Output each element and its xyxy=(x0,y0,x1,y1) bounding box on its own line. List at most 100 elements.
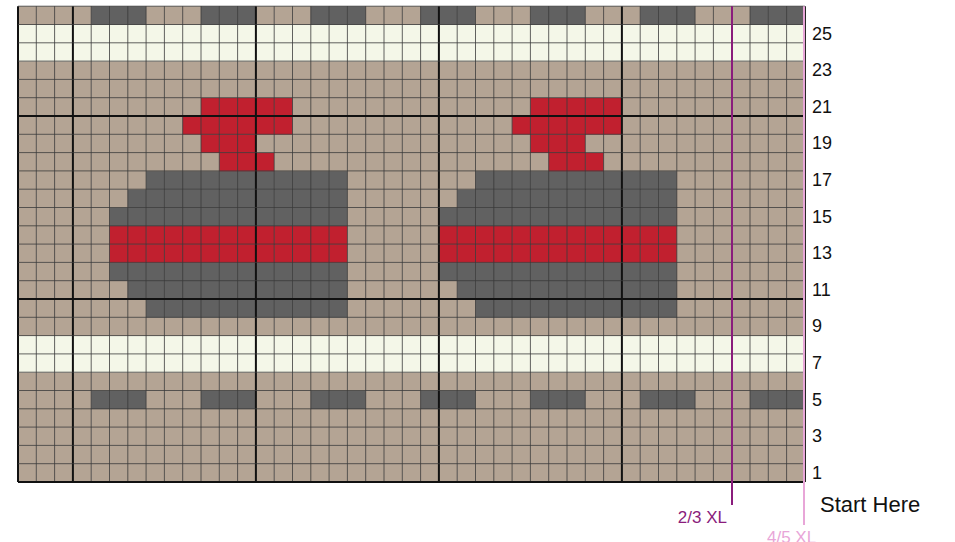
chart-cell xyxy=(439,43,458,62)
chart-cell xyxy=(567,299,586,318)
chart-cell xyxy=(476,464,495,483)
chart-cell xyxy=(787,153,806,172)
chart-cell xyxy=(439,79,458,98)
chart-cell xyxy=(750,98,769,117)
chart-cell xyxy=(439,262,458,281)
chart-cell xyxy=(238,61,257,80)
chart-cell xyxy=(622,171,641,190)
chart-cell xyxy=(457,281,476,300)
chart-cell xyxy=(311,372,330,391)
chart-cell xyxy=(713,134,732,153)
chart-cell xyxy=(146,354,165,373)
chart-cell xyxy=(110,317,129,336)
chart-cell xyxy=(768,427,787,446)
chart-cell xyxy=(695,226,714,245)
chart-cell xyxy=(183,317,202,336)
chart-cell xyxy=(549,336,568,355)
chart-cell xyxy=(713,6,732,25)
chart-cell xyxy=(183,336,202,355)
chart-cell xyxy=(476,25,495,44)
chart-cell xyxy=(622,336,641,355)
chart-cell xyxy=(311,6,330,25)
chart-cell xyxy=(219,6,238,25)
chart-cell xyxy=(384,262,403,281)
chart-cell xyxy=(439,391,458,410)
chart-cell xyxy=(164,25,183,44)
chart-cell xyxy=(402,134,421,153)
chart-cell xyxy=(695,116,714,135)
chart-cell xyxy=(750,171,769,190)
chart-cell xyxy=(18,134,37,153)
row-number: 23 xyxy=(812,59,832,81)
chart-cell xyxy=(146,153,165,172)
chart-cell xyxy=(36,226,55,245)
chart-cell xyxy=(530,391,549,410)
chart-cell xyxy=(421,445,440,464)
chart-cell xyxy=(73,25,92,44)
chart-cell xyxy=(439,281,458,300)
chart-cell xyxy=(91,43,110,62)
chart-cell xyxy=(36,336,55,355)
chart-cell xyxy=(567,134,586,153)
chart-cell xyxy=(585,299,604,318)
chart-cell xyxy=(476,336,495,355)
chart-cell xyxy=(567,6,586,25)
chart-cell xyxy=(768,6,787,25)
chart-cell xyxy=(91,372,110,391)
chart-cell xyxy=(677,427,696,446)
chart-cell xyxy=(256,391,275,410)
chart-cell xyxy=(347,445,366,464)
chart-cell xyxy=(659,79,678,98)
chart-cell xyxy=(293,391,312,410)
chart-cell xyxy=(293,445,312,464)
chart-cell xyxy=(201,61,220,80)
chart-cell xyxy=(402,445,421,464)
chart-cell xyxy=(384,244,403,263)
chart-cell xyxy=(476,244,495,263)
chart-cell xyxy=(677,6,696,25)
grid-line xyxy=(18,24,805,25)
chart-cell xyxy=(73,6,92,25)
chart-cell xyxy=(164,445,183,464)
chart-cell xyxy=(732,79,751,98)
chart-cell xyxy=(293,189,312,208)
chart-cell xyxy=(604,61,623,80)
chart-cell xyxy=(18,372,37,391)
grid-line xyxy=(18,207,805,208)
chart-cell xyxy=(622,409,641,428)
chart-cell xyxy=(36,98,55,117)
chart-cell xyxy=(750,43,769,62)
chart-cell xyxy=(567,226,586,245)
chart-cell xyxy=(732,43,751,62)
chart-cell xyxy=(18,336,37,355)
chart-cell xyxy=(36,281,55,300)
chart-cell xyxy=(329,391,348,410)
chart-cell xyxy=(201,464,220,483)
chart-cell xyxy=(91,153,110,172)
chart-cell xyxy=(73,61,92,80)
chart-cell xyxy=(604,391,623,410)
chart-cell xyxy=(18,6,37,25)
chart-cell xyxy=(18,464,37,483)
chart-cell xyxy=(238,244,257,263)
chart-cell xyxy=(512,445,531,464)
chart-cell xyxy=(604,134,623,153)
chart-cell xyxy=(110,262,129,281)
chart-cell xyxy=(219,244,238,263)
chart-cell xyxy=(347,354,366,373)
chart-cell xyxy=(768,25,787,44)
chart-cell xyxy=(768,208,787,227)
chart-cell xyxy=(219,427,238,446)
chart-cell xyxy=(640,25,659,44)
chart-cell xyxy=(512,317,531,336)
chart-cell xyxy=(36,6,55,25)
chart-cell xyxy=(128,6,147,25)
chart-cell xyxy=(677,464,696,483)
chart-cell xyxy=(256,427,275,446)
chart-cell xyxy=(18,98,37,117)
chart-cell xyxy=(787,299,806,318)
chart-cell xyxy=(787,226,806,245)
chart-cell xyxy=(274,336,293,355)
chart-cell xyxy=(622,464,641,483)
chart-cell xyxy=(512,153,531,172)
